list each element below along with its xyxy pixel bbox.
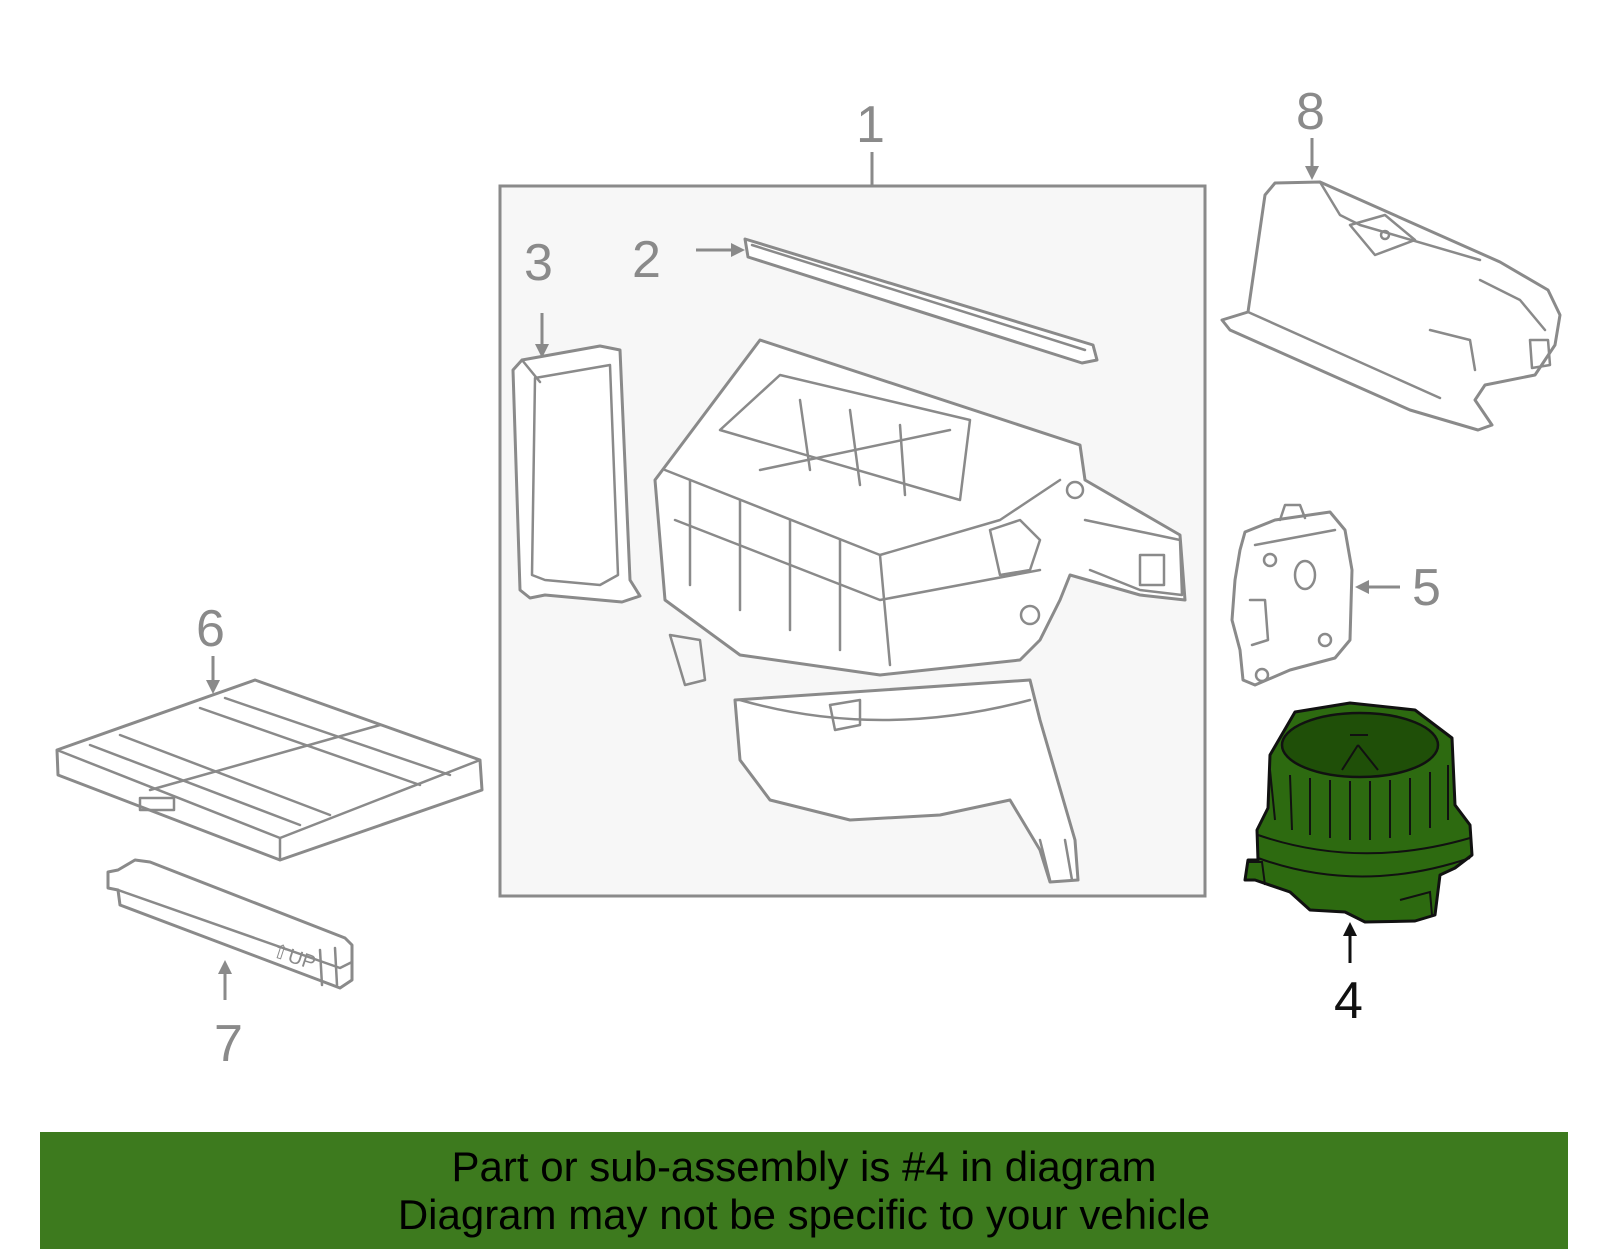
callout-4[interactable]: 4 [1334,972,1363,1030]
part-3-gasket[interactable] [511,344,642,604]
part-4-blower-motor[interactable] [1243,701,1474,924]
part-1-blower-housing[interactable] [653,338,1187,884]
callout-2[interactable]: 2 [632,231,661,289]
part-8-duct[interactable] [1220,180,1562,432]
callout-3[interactable]: 3 [524,234,553,292]
callout-8[interactable]: 8 [1296,83,1325,141]
part-6-cabin-filter[interactable] [55,678,484,862]
banner-line-2: Diagram may not be specific to your vehi… [397,1190,1211,1238]
banner-line-1: Part or sub-assembly is #4 in diagram [451,1142,1157,1190]
callout-7[interactable]: 7 [214,1015,243,1073]
info-banner: Part or sub-assembly is #4 in diagram Di… [40,1132,1568,1249]
part-2-seal[interactable] [743,237,1099,365]
callout-1[interactable]: 1 [856,96,885,154]
callout-6[interactable]: 6 [196,600,225,658]
callout-5[interactable]: 5 [1412,559,1441,617]
part-7-filter-cover[interactable]: ⇧UP [106,858,354,990]
part-5-actuator[interactable] [1230,503,1354,687]
